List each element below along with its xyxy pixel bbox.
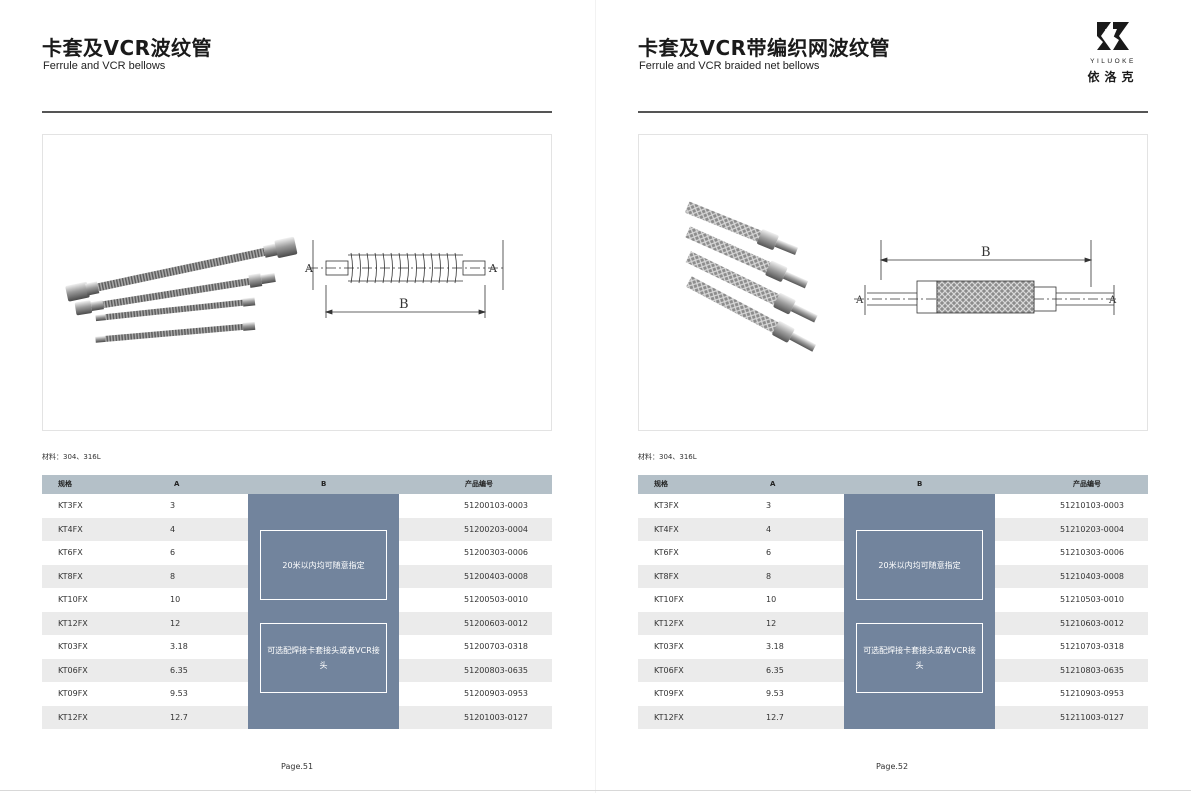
brand-name-en: YILUOKE bbox=[1090, 58, 1136, 65]
brand-name-cn: 依洛克 bbox=[1087, 70, 1139, 84]
page-title-cn: 卡套及VCR波纹管 bbox=[42, 36, 213, 60]
photo-hose-2 bbox=[74, 272, 276, 316]
material-note: 材料：304、316L bbox=[42, 453, 101, 461]
dim-label-a-right: A bbox=[1108, 295, 1117, 306]
technical-drawing bbox=[854, 240, 1119, 315]
page-title-cn: 卡套及VCR带编织网波纹管 bbox=[638, 36, 891, 60]
page-left: 卡套及VCR波纹管 Ferrule and VCR bellows bbox=[0, 0, 595, 793]
braided-bellows-illustration: A A B bbox=[684, 201, 1119, 352]
header-b: B bbox=[917, 480, 923, 488]
title-rule bbox=[42, 111, 552, 113]
b-note-fitting: 可选配焊接卡套接头或者VCR接头 bbox=[856, 623, 983, 693]
photo-hose-1 bbox=[65, 236, 298, 302]
spread-divider bbox=[595, 0, 596, 793]
technical-drawing bbox=[308, 240, 504, 318]
b-note-length: 20米以内均可随意指定 bbox=[260, 530, 387, 600]
page-number: Page.51 bbox=[281, 762, 314, 771]
page-title-en: Ferrule and VCR bellows bbox=[43, 60, 166, 72]
photo-braided-hose-2 bbox=[685, 226, 809, 289]
bellows-illustration: A A B bbox=[65, 236, 504, 343]
page-right: 卡套及VCR带编织网波纹管 Ferrule and VCR braided ne… bbox=[596, 0, 1191, 793]
brand-mark-icon bbox=[1097, 22, 1129, 50]
bottom-edge bbox=[0, 790, 1191, 791]
page-number: Page.52 bbox=[876, 762, 909, 771]
brand-logo: YILUOKE 依洛克 bbox=[1083, 20, 1143, 90]
photo-braided-hose-3 bbox=[685, 251, 818, 323]
page-title-en: Ferrule and VCR braided net bellows bbox=[639, 60, 820, 72]
table-header: 规格 A B 产品编号 bbox=[42, 475, 552, 494]
dim-label-b: B bbox=[981, 245, 991, 260]
header-b: B bbox=[321, 480, 327, 488]
b-column-block: 20米以内均可随意指定 可选配焊接卡套接头或者VCR接头 bbox=[844, 494, 995, 729]
product-figure: A A B bbox=[42, 134, 552, 431]
b-column-block: 20米以内均可随意指定 可选配焊接卡套接头或者VCR接头 bbox=[248, 494, 399, 729]
title-rule bbox=[638, 111, 1148, 113]
dim-label-b: B bbox=[399, 297, 409, 312]
table-header: 规格 A B 产品编号 bbox=[638, 475, 1148, 494]
material-note: 材料：304、316L bbox=[638, 453, 697, 461]
b-note-fitting: 可选配焊接卡套接头或者VCR接头 bbox=[260, 623, 387, 693]
header-code: 产品编号 bbox=[465, 480, 493, 488]
header-spec: 规格 bbox=[58, 480, 72, 488]
product-figure: A A B bbox=[638, 134, 1148, 431]
photo-braided-hose-4 bbox=[686, 276, 817, 352]
header-spec: 规格 bbox=[654, 480, 668, 488]
dim-label-a-left: A bbox=[304, 262, 314, 275]
photo-braided-hose-1 bbox=[684, 201, 799, 255]
photo-hose-4 bbox=[95, 321, 256, 343]
header-code: 产品编号 bbox=[1073, 480, 1101, 488]
header-a: A bbox=[174, 480, 180, 488]
photo-hose-3 bbox=[95, 297, 256, 322]
header-a: A bbox=[770, 480, 776, 488]
dim-label-a-left: A bbox=[855, 295, 864, 306]
dim-label-a-right: A bbox=[488, 262, 498, 275]
b-note-length: 20米以内均可随意指定 bbox=[856, 530, 983, 600]
